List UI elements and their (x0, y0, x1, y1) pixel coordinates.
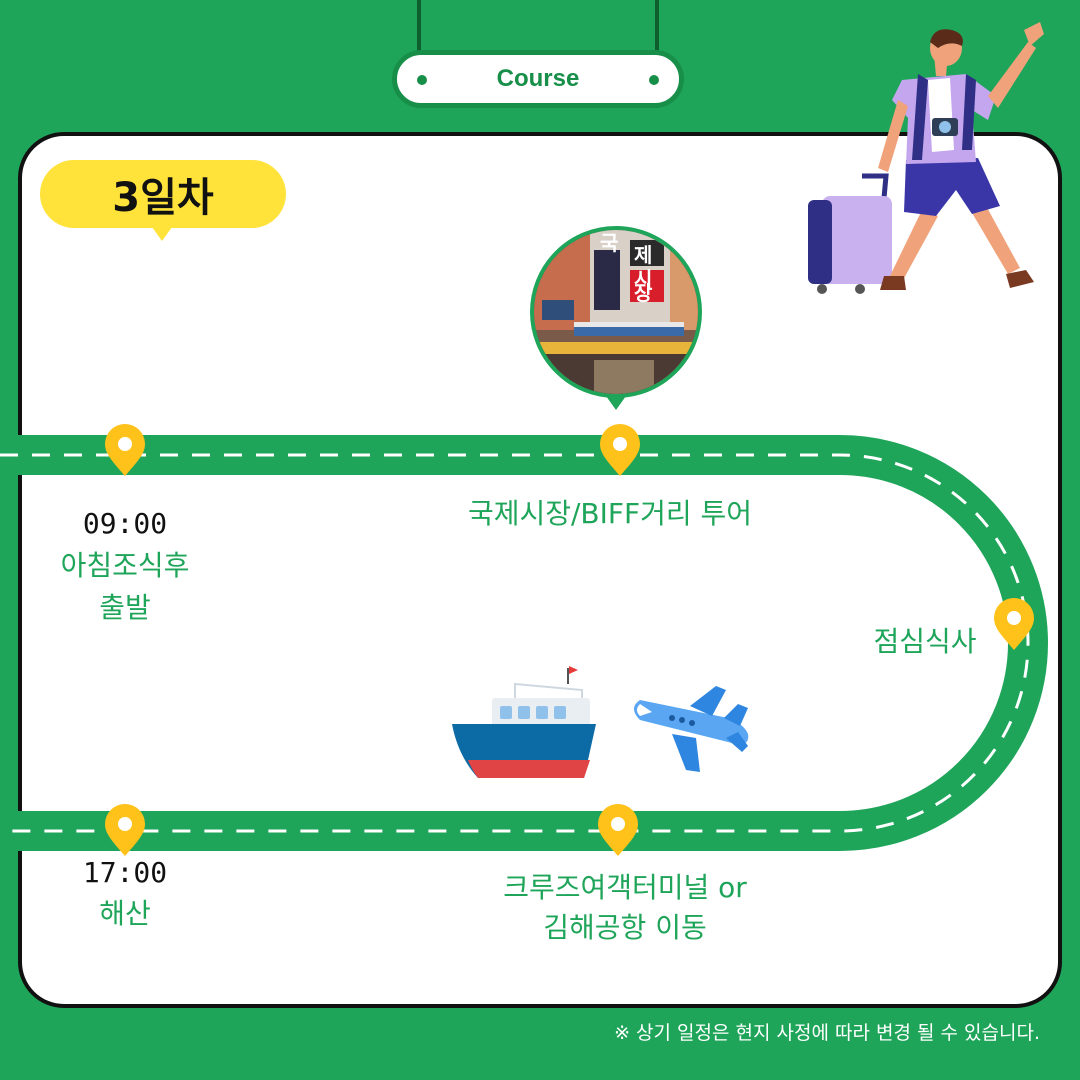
stop-1-label: 아침조식후 (60, 549, 190, 582)
course-tag: Course (392, 50, 684, 108)
course-label: Course (496, 65, 580, 92)
sign-char-4: 장 (634, 281, 653, 305)
hanger-right (655, 0, 659, 70)
stop-1-label-2: 출발 (99, 591, 151, 624)
hanger-left (417, 0, 421, 70)
stop-5-label: 해산 (99, 897, 151, 930)
day-badge: 3일차 (40, 160, 286, 241)
tag-dot-left (417, 75, 427, 85)
sign-char-1: 국 (600, 231, 618, 255)
stop-2-label: 국제시장/BIFF거리 투어 (467, 497, 753, 530)
market-photo: 국 제 시 장 (530, 226, 702, 398)
photo-pointer (606, 396, 626, 410)
tag-dot-right (649, 75, 659, 85)
sign-char-2: 제 (634, 243, 652, 267)
stop-4-label: 크루즈여객터미널 or (503, 871, 747, 904)
day-label: 3일차 (112, 175, 214, 221)
stop-1-time: 09:00 (82, 507, 168, 540)
stop-4-label-2: 김해공항 이동 (543, 911, 707, 944)
stop-5-time: 17:00 (82, 856, 168, 889)
stop-3-label: 점심식사 (873, 625, 977, 658)
footer-note: ※ 상기 일정은 현지 사정에 따라 변경 될 수 있습니다. (614, 1022, 1040, 1044)
sign-char-3: 시 (634, 267, 652, 291)
